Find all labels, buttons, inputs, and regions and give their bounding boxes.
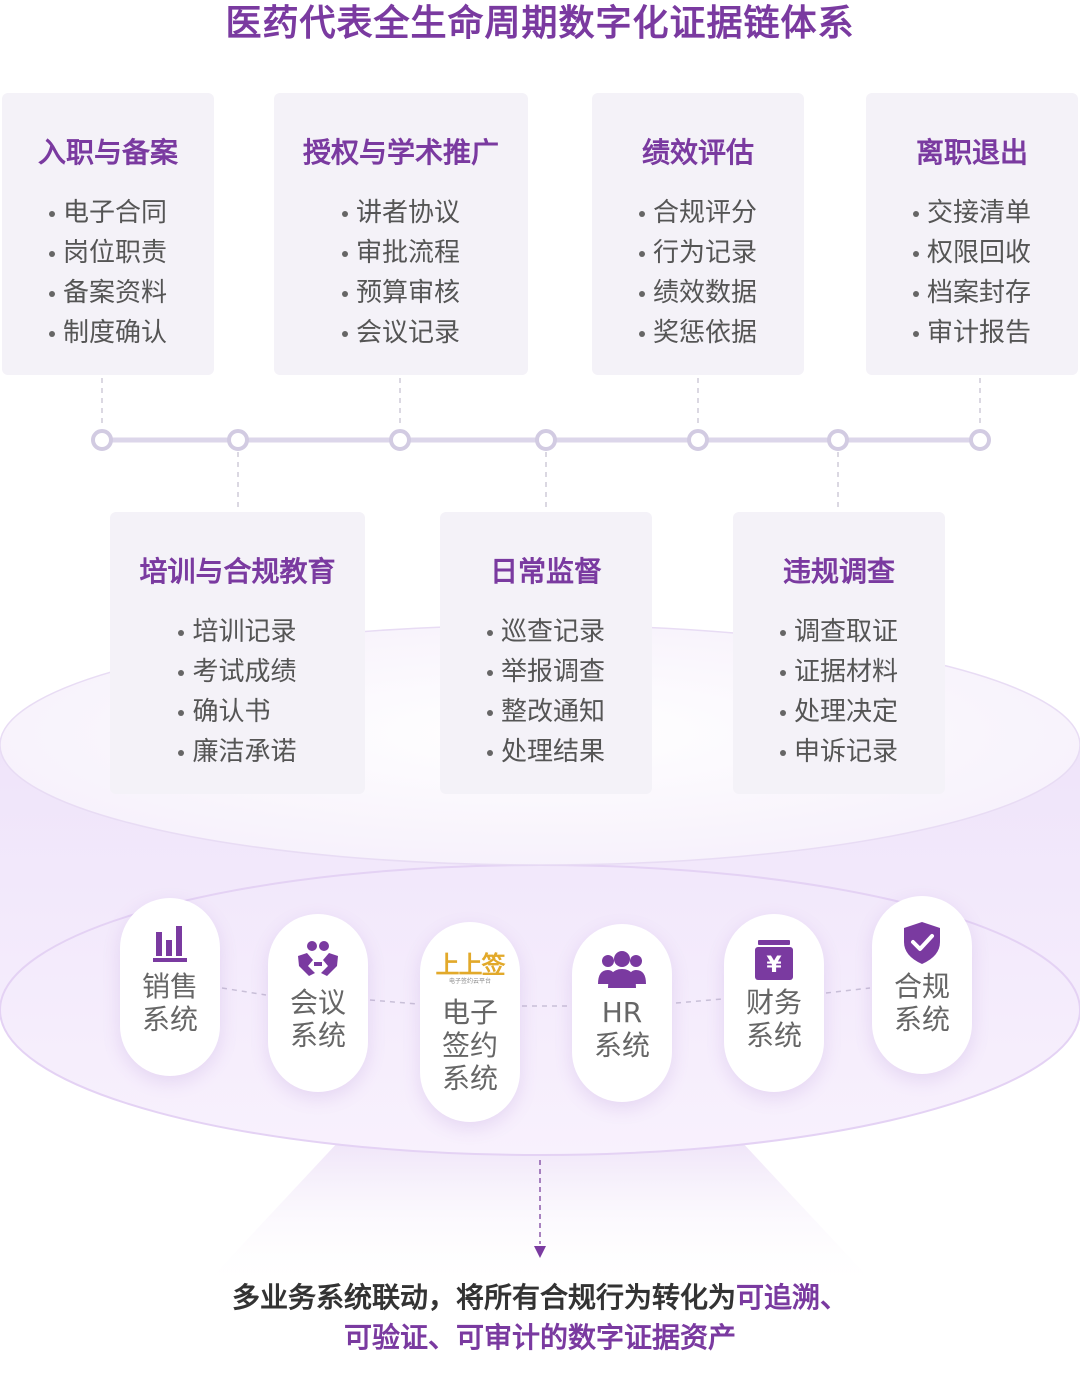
stage-item: 举报调查: [486, 652, 605, 692]
stage-item: 交接清单: [912, 193, 1031, 233]
stage-item: 岗位职责: [48, 233, 167, 273]
stage-item: 备案资料: [48, 273, 167, 313]
stage-item: 廉洁承诺: [178, 732, 297, 772]
stage-item: 处理决定: [779, 692, 898, 732]
timeline-connectors: [101, 378, 981, 508]
stage-item: 审批流程: [341, 233, 460, 273]
stage-item: 调查取证: [779, 612, 898, 652]
stage-item: 整改通知: [486, 692, 605, 732]
system-label: 财务 系统: [745, 986, 802, 1052]
stage-title: 入职与备案: [37, 136, 178, 169]
stage-items: 培训记录 考试成绩 确认书 廉洁承诺: [178, 612, 297, 772]
stage-item: 巡查记录: [486, 612, 605, 652]
system-label: 销售 系统: [141, 970, 198, 1036]
down-arrow-head: [534, 1246, 546, 1258]
shield-check-icon: [904, 922, 940, 964]
stage-item: 合规评分: [638, 193, 757, 233]
finance-yen-icon: ¥: [755, 940, 793, 980]
stage-item: 审计报告: [912, 313, 1031, 353]
system-links: [221, 987, 871, 1007]
bar-chart-icon: [153, 926, 187, 962]
stage-item: 绩效数据: [638, 273, 757, 313]
stage-items: 调查取证 证据材料 处理决定 申诉记录: [779, 612, 898, 772]
stage-item: 培训记录: [178, 612, 297, 652]
system-label: 会议 系统: [289, 986, 346, 1052]
stage-card-training: 培训与合规教育 培训记录 考试成绩 确认书 廉洁承诺: [110, 512, 365, 794]
stage-item: 申诉记录: [779, 732, 898, 772]
stage-title: 绩效评估: [641, 136, 754, 169]
stage-item: 确认书: [178, 692, 296, 732]
stage-items: 电子合同 岗位职责 备案资料 制度确认: [48, 193, 167, 353]
stage-items: 讲者协议 审批流程 预算审核 会议记录: [341, 193, 460, 353]
timeline-nodes: [91, 429, 991, 451]
conclusion-text: 多业务系统联动，将所有合规行为转化为可追溯、: [0, 1278, 1080, 1318]
system-pill-meeting[interactable]: 会议 系统: [268, 914, 368, 1092]
conclusion-part1: 多业务系统联动，将所有合规行为转化为: [231, 1281, 736, 1314]
stage-title: 授权与学术推广: [302, 136, 499, 169]
stage-card-onboarding: 入职与备案 电子合同 岗位职责 备案资料 制度确认: [2, 93, 214, 375]
stage-card-supervision: 日常监督 巡查记录 举报调查 整改通知 处理结果: [440, 512, 652, 794]
stage-title: 离职退出: [915, 136, 1028, 169]
system-label: 合规 系统: [893, 970, 950, 1036]
stage-card-departure: 离职退出 交接清单 权限回收 档案封存 审计报告: [866, 93, 1078, 375]
system-pill-sales[interactable]: 销售 系统: [120, 898, 220, 1076]
users-icon: [598, 951, 646, 988]
system-pill-hr[interactable]: HR 系统: [572, 924, 672, 1102]
stage-item: 档案封存: [912, 273, 1031, 313]
stage-item: 考试成绩: [178, 652, 297, 692]
stage-item: 预算审核: [341, 273, 460, 313]
stage-item: 电子合同: [48, 193, 167, 233]
stage-item: 处理结果: [486, 732, 605, 772]
stage-item: 证据材料: [779, 652, 898, 692]
stage-item: 制度确认: [48, 313, 167, 353]
stage-card-performance: 绩效评估 合规评分 行为记录 绩效数据 奖惩依据: [592, 93, 804, 375]
stage-item: 奖惩依据: [638, 313, 757, 353]
stage-items: 交接清单 权限回收 档案封存 审计报告: [912, 193, 1031, 353]
stage-items: 巡查记录 举报调查 整改通知 处理结果: [486, 612, 605, 772]
shangshangqian-logo: 上上签 电子签约云平台: [435, 951, 506, 985]
system-label: HR 系统: [593, 996, 650, 1062]
stage-card-authorization: 授权与学术推广 讲者协议 审批流程 预算审核 会议记录: [274, 93, 528, 375]
stage-card-investigation: 违规调查 调查取证 证据材料 处理决定 申诉记录: [733, 512, 945, 794]
stage-title: 培训与合规教育: [139, 555, 336, 588]
system-label: 电子 签约 系统: [441, 996, 498, 1095]
system-pill-compliance[interactable]: 合规 系统: [872, 896, 972, 1074]
conclusion-highlight2: 可验证、可审计的数字证据资产: [343, 1321, 736, 1354]
meeting-handshake-icon: [298, 941, 338, 976]
stage-item: 权限回收: [912, 233, 1031, 273]
system-pill-finance[interactable]: ¥ 财务 系统: [724, 914, 824, 1092]
stage-item: 会议记录: [341, 313, 460, 353]
conclusion-highlight1: 可追溯、: [736, 1281, 849, 1314]
stage-item: 讲者协议: [341, 193, 460, 233]
svg-text:¥: ¥: [766, 953, 782, 978]
stage-title: 日常监督: [489, 555, 602, 588]
page-title: 医药代表全生命周期数字化证据链体系: [225, 3, 855, 44]
stage-items: 合规评分 行为记录 绩效数据 奖惩依据: [638, 193, 757, 353]
stage-item: 行为记录: [638, 233, 757, 273]
system-pill-esign[interactable]: 上上签 电子签约云平台 电子 签约 系统: [420, 922, 520, 1122]
stage-title: 违规调查: [782, 555, 895, 588]
